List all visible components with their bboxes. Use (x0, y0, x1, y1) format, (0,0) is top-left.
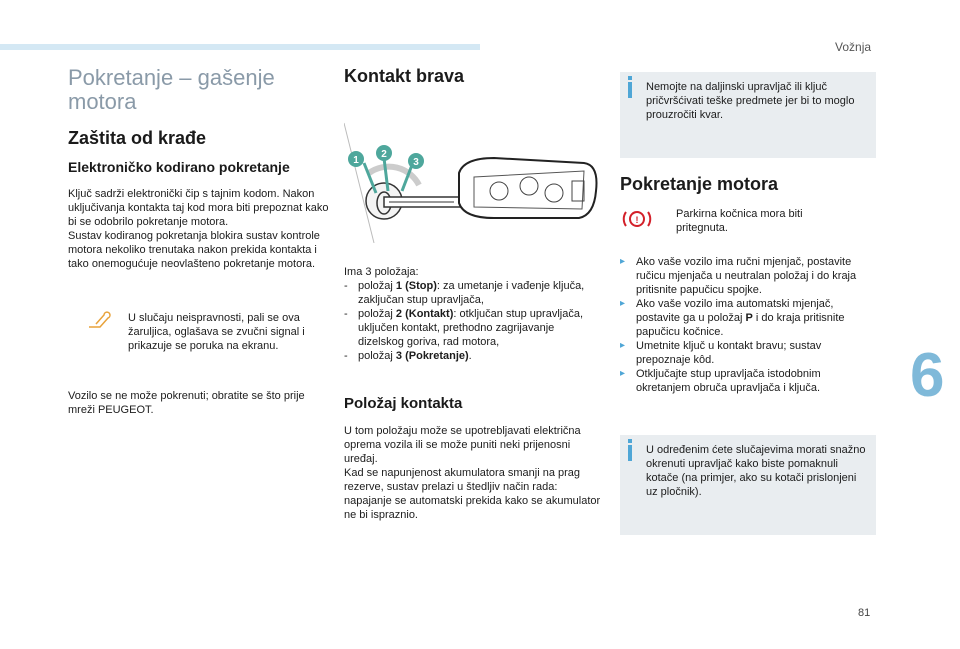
key-in-ignition-icon: 1 2 3 (343, 122, 598, 244)
page-number: 81 (858, 607, 871, 619)
info-icon (628, 76, 632, 98)
info-text: Nemojte na daljinski upravljač ili ključ… (646, 81, 855, 121)
info-icon (628, 439, 632, 461)
section-title-accessory-position: Položaj kontakta (344, 395, 463, 412)
column-2: Kontakt brava 1 2 3 Ima 3 položaja: (343, 66, 604, 522)
info-box-remote: Nemojte na daljinski upravljač ili ključ… (620, 72, 876, 158)
paragraph: Sustav kodiranog pokretanja blokira sust… (68, 230, 320, 270)
list-item: Ako vaše vozilo ima automatski mjenjač, … (620, 297, 876, 339)
running-head: Vožnja (835, 40, 872, 54)
positions-list: položaj 1 (Stop): za umetanje i vađenje … (344, 279, 602, 363)
paragraph: Kad se napunjenost akumulatora smanji na… (344, 467, 601, 521)
section-title-antitheft: Zaštita od krađe (68, 128, 207, 148)
list-item: položaj 3 (Pokretanje). (344, 349, 602, 363)
chapter-number: 6 (910, 341, 945, 410)
info-box-steering: U određenim ćete slučajevima morati snaž… (620, 435, 876, 535)
chapter-tab (908, 330, 960, 420)
key-warning-icon (89, 311, 111, 328)
page-title-line1: Pokretanje – gašenje (68, 65, 275, 90)
list-item: položaj 1 (Stop): za umetanje i vađenje … (344, 279, 602, 307)
list-item: položaj 2 (Kontakt): otključan stup upra… (344, 307, 602, 349)
info-text: U određenim ćete slučajevima morati snaž… (646, 444, 866, 498)
position-label-1: 1 (353, 155, 359, 166)
column-3: Nemojte na daljinski upravljač ili ključ… (620, 72, 876, 535)
paragraph: Vozilo se ne može pokrenuti; obratite se… (68, 390, 305, 416)
starting-steps: Ako vaše vozilo ima ručni mjenjač, posta… (620, 255, 876, 395)
section-title-starting-engine: Pokretanje motora (620, 174, 779, 194)
paragraph: U tom položaju može se upotrebljavati el… (344, 425, 581, 465)
brake-note: ! Parkirna kočnica mora biti pritegnuta. (620, 207, 876, 235)
ignition-key-illustration: 1 2 3 (343, 103, 604, 244)
column-1: Pokretanje – gašenje motora Zaštita od k… (68, 66, 330, 417)
header-bar (0, 44, 480, 50)
page-title: Pokretanje – gašenje motora (68, 66, 330, 114)
svg-text:!: ! (636, 215, 639, 225)
section-title-ignition: Kontakt brava (344, 66, 465, 86)
warning-note-text: U slučaju neispravnosti, pali se ova žar… (128, 312, 305, 352)
page-title-line2: motora (68, 89, 137, 114)
brake-note-text: Parkirna kočnica mora biti pritegnuta. (676, 208, 803, 234)
position-label-3: 3 (413, 157, 419, 168)
paragraph: Ključ sadrži elektronički čip s tajnim k… (68, 188, 329, 228)
parking-brake-icon: ! (622, 211, 652, 227)
subsection-title-immobiliser: Elektroničko kodirano pokretanje (68, 159, 290, 175)
positions-intro: Ima 3 položaja: (344, 266, 419, 278)
warning-note: U slučaju neispravnosti, pali se ova žar… (88, 311, 330, 353)
list-item: Otključajte stup upravljača istodobnim o… (620, 367, 876, 395)
position-label-2: 2 (381, 149, 387, 160)
list-item: Ako vaše vozilo ima ručni mjenjač, posta… (620, 255, 876, 297)
list-item: Umetnite ključ u kontakt bravu; sustav p… (620, 339, 876, 367)
